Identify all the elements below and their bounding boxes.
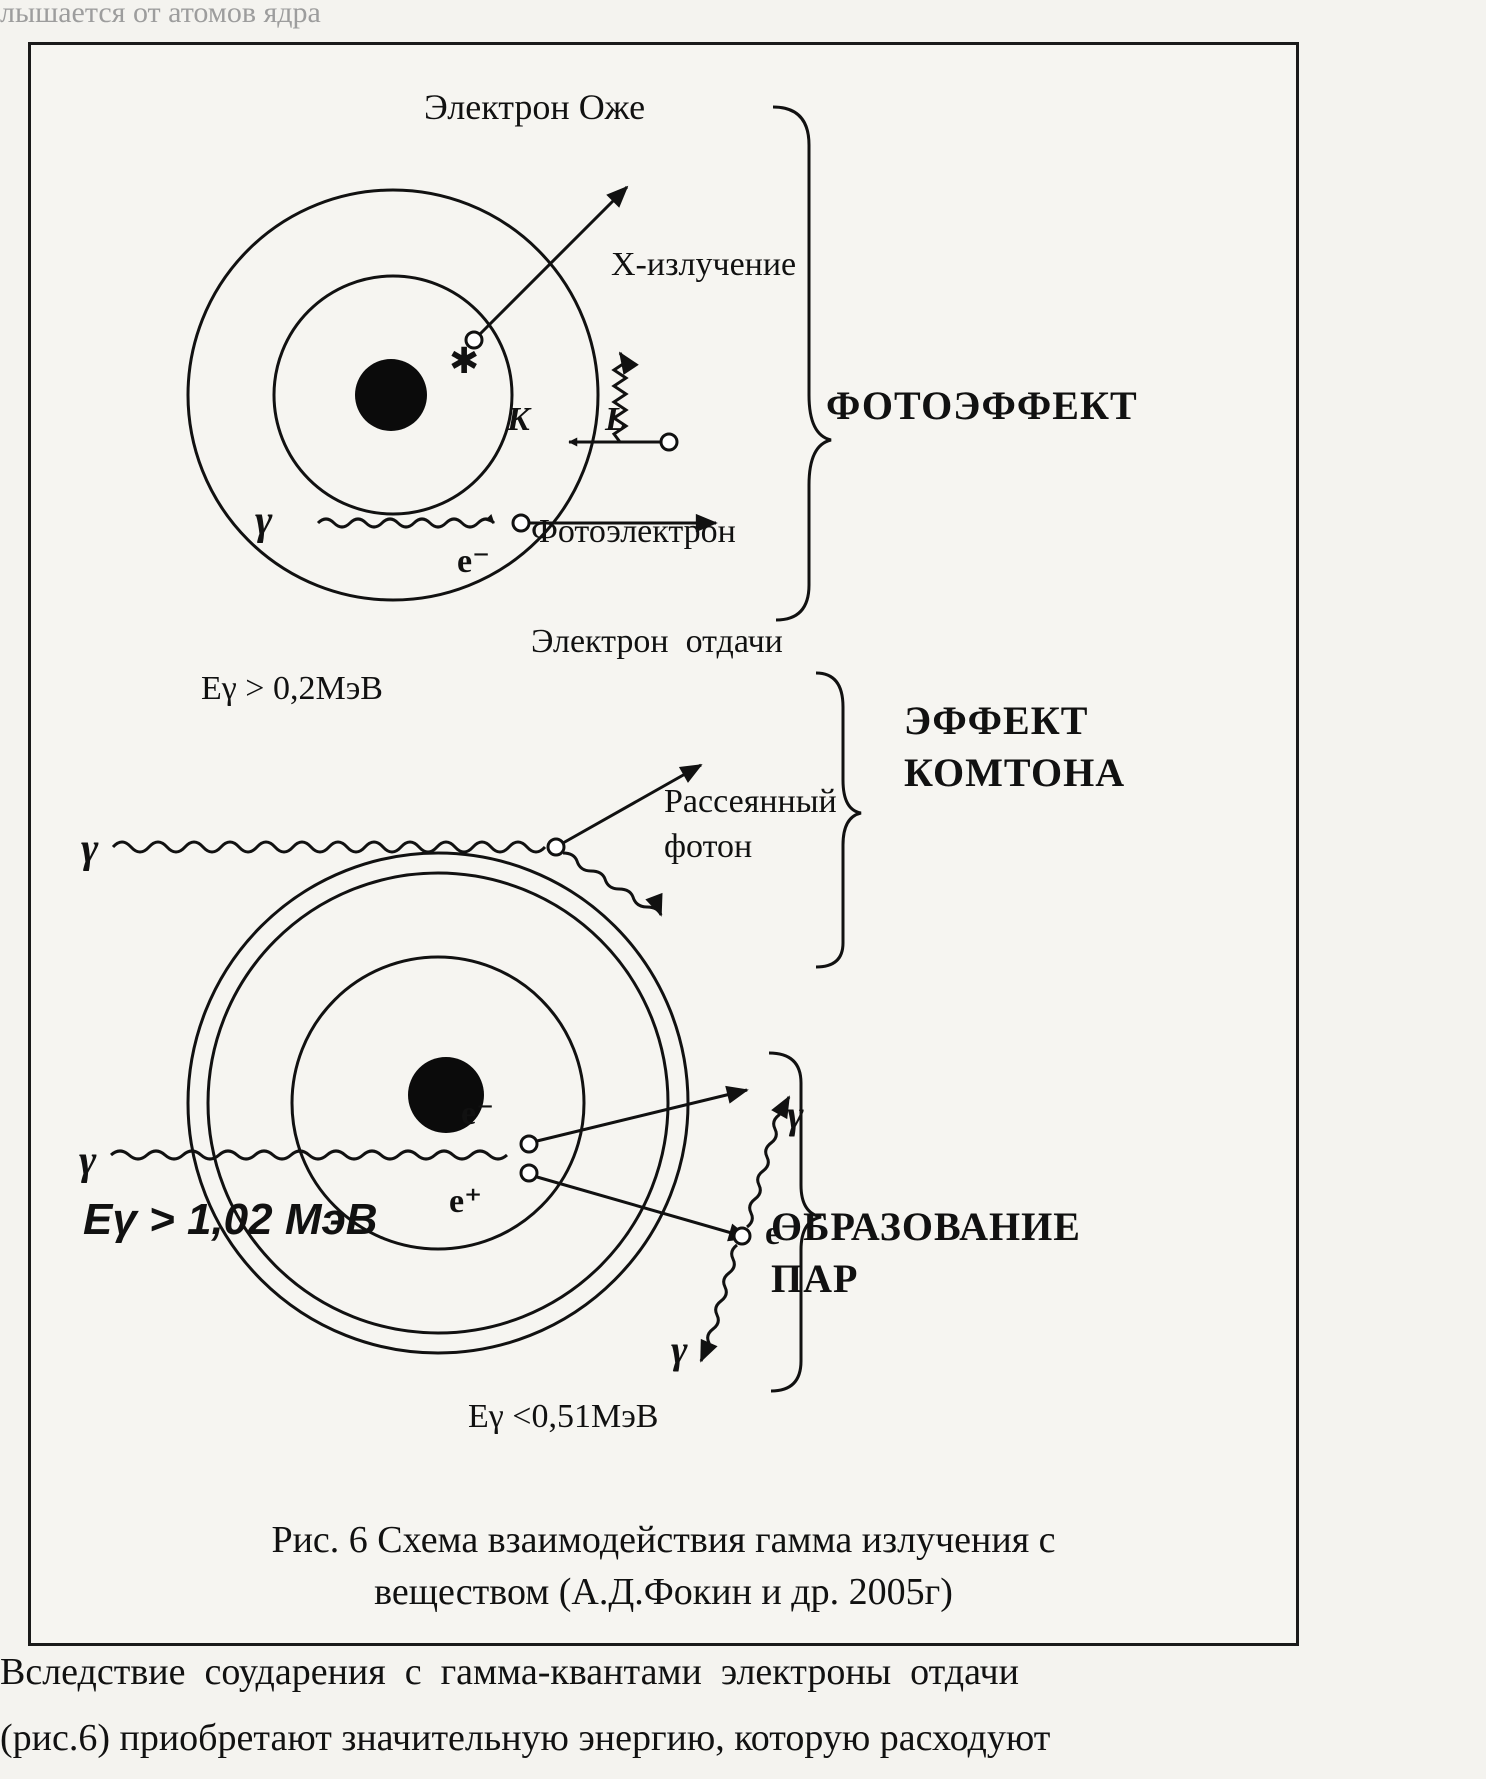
compton-event [111, 763, 703, 917]
photo-k-electron [511, 513, 531, 533]
photoeffect-brace [772, 105, 832, 622]
compton-energy-label: Eγ > 0,2МэВ [201, 670, 383, 707]
k-shell-label: K [507, 401, 530, 438]
photoeffect-title: ФОТОЭФФЕКТ [826, 383, 1138, 428]
photo-gamma-wave [316, 513, 496, 529]
annihilation-energy-label: Eγ <0,51МэВ [468, 1398, 659, 1435]
photo-electron-symbol: e⁻ [457, 543, 491, 580]
annihilation-photon-down [699, 1243, 738, 1363]
interaction-diagram: ✱ [110, 105, 862, 1393]
photo-nucleus [355, 359, 427, 431]
annihilation-gamma-down-symbol: γ [671, 1327, 688, 1372]
compton-brace [815, 671, 862, 969]
photo-atom: ✱ [186, 185, 718, 602]
body-text-line-1: Вследствие соударения с гамма-квантами э… [0, 1651, 1019, 1693]
photo-outer-electron [659, 432, 679, 452]
body-text-line-2: (рис.6) приобретают значительную энергию… [0, 1717, 1051, 1759]
pair-electron-arrow [536, 1085, 749, 1143]
scattered-photon-wave [562, 851, 663, 917]
pair-gamma-wave [110, 1149, 508, 1161]
photo-outer-shell [186, 188, 600, 602]
compton-gamma-symbol: γ [81, 826, 99, 872]
scattered-photon-label-2: фотон [664, 828, 753, 865]
pair-electron-symbol: e⁻ [461, 1095, 495, 1132]
pair-positron-origin [519, 1163, 539, 1183]
compton-electron [546, 837, 566, 857]
header-fragment: лышается от атомов ядра [0, 0, 321, 29]
auger-electron-arrow [477, 185, 629, 337]
photo-inner-shell [272, 274, 514, 516]
photoelectron-label: Фотоэлектрон [531, 513, 736, 550]
compton-gamma-wave [111, 840, 547, 854]
annihilation-electron-symbol: e⁻ [765, 1215, 799, 1252]
caption-line-2: веществом (А.Д.Фокин и др. 2005г) [374, 1571, 953, 1613]
pair-energy-label: Eγ > 1,02 МэВ [83, 1195, 378, 1244]
photo-l-electron [464, 330, 484, 350]
annihilation-photon-up [746, 1095, 791, 1229]
pair-inner-shell [290, 955, 586, 1251]
pair-brace [768, 1051, 822, 1393]
figure-frame: ✱ [28, 42, 1299, 1646]
pair-electron-origin [519, 1134, 539, 1154]
pair-nucleus [408, 1057, 484, 1133]
annihilation-point [732, 1226, 752, 1246]
pair-atom [110, 851, 791, 1363]
photo-gamma-symbol: γ [255, 498, 273, 544]
scattered-photon-label-1: Рассеянный [664, 783, 837, 820]
pair-positron-symbol: e⁺ [449, 1183, 483, 1220]
x-ray-label: X-излучение [611, 246, 797, 283]
vacancy-star-icon: ✱ [449, 341, 479, 382]
l-shell-label: L [605, 401, 626, 438]
pair-middle-shell [206, 871, 670, 1335]
figure-caption: Рис. 6 Схема взаимодействия гамма излуче… [31, 1514, 1296, 1618]
compton-title: ЭФФЕКТ КОМТОНА [904, 698, 1126, 795]
recoil-electron-arrow [562, 763, 703, 845]
pair-gamma-symbol: γ [79, 1138, 97, 1184]
pair-production-title: ОБРАЗОВАНИЕ ПАР [771, 1204, 1081, 1301]
annihilation-gamma-up-symbol: γ [787, 1092, 804, 1137]
x-ray-wave [611, 351, 639, 443]
auger-electron-label: Электрон Оже [424, 87, 646, 127]
recoil-electron-label: Электрон отдачи [531, 623, 783, 660]
caption-line-1: Рис. 6 Схема взаимодействия гамма излуче… [271, 1519, 1056, 1561]
pair-positron-arrow [536, 1175, 751, 1242]
